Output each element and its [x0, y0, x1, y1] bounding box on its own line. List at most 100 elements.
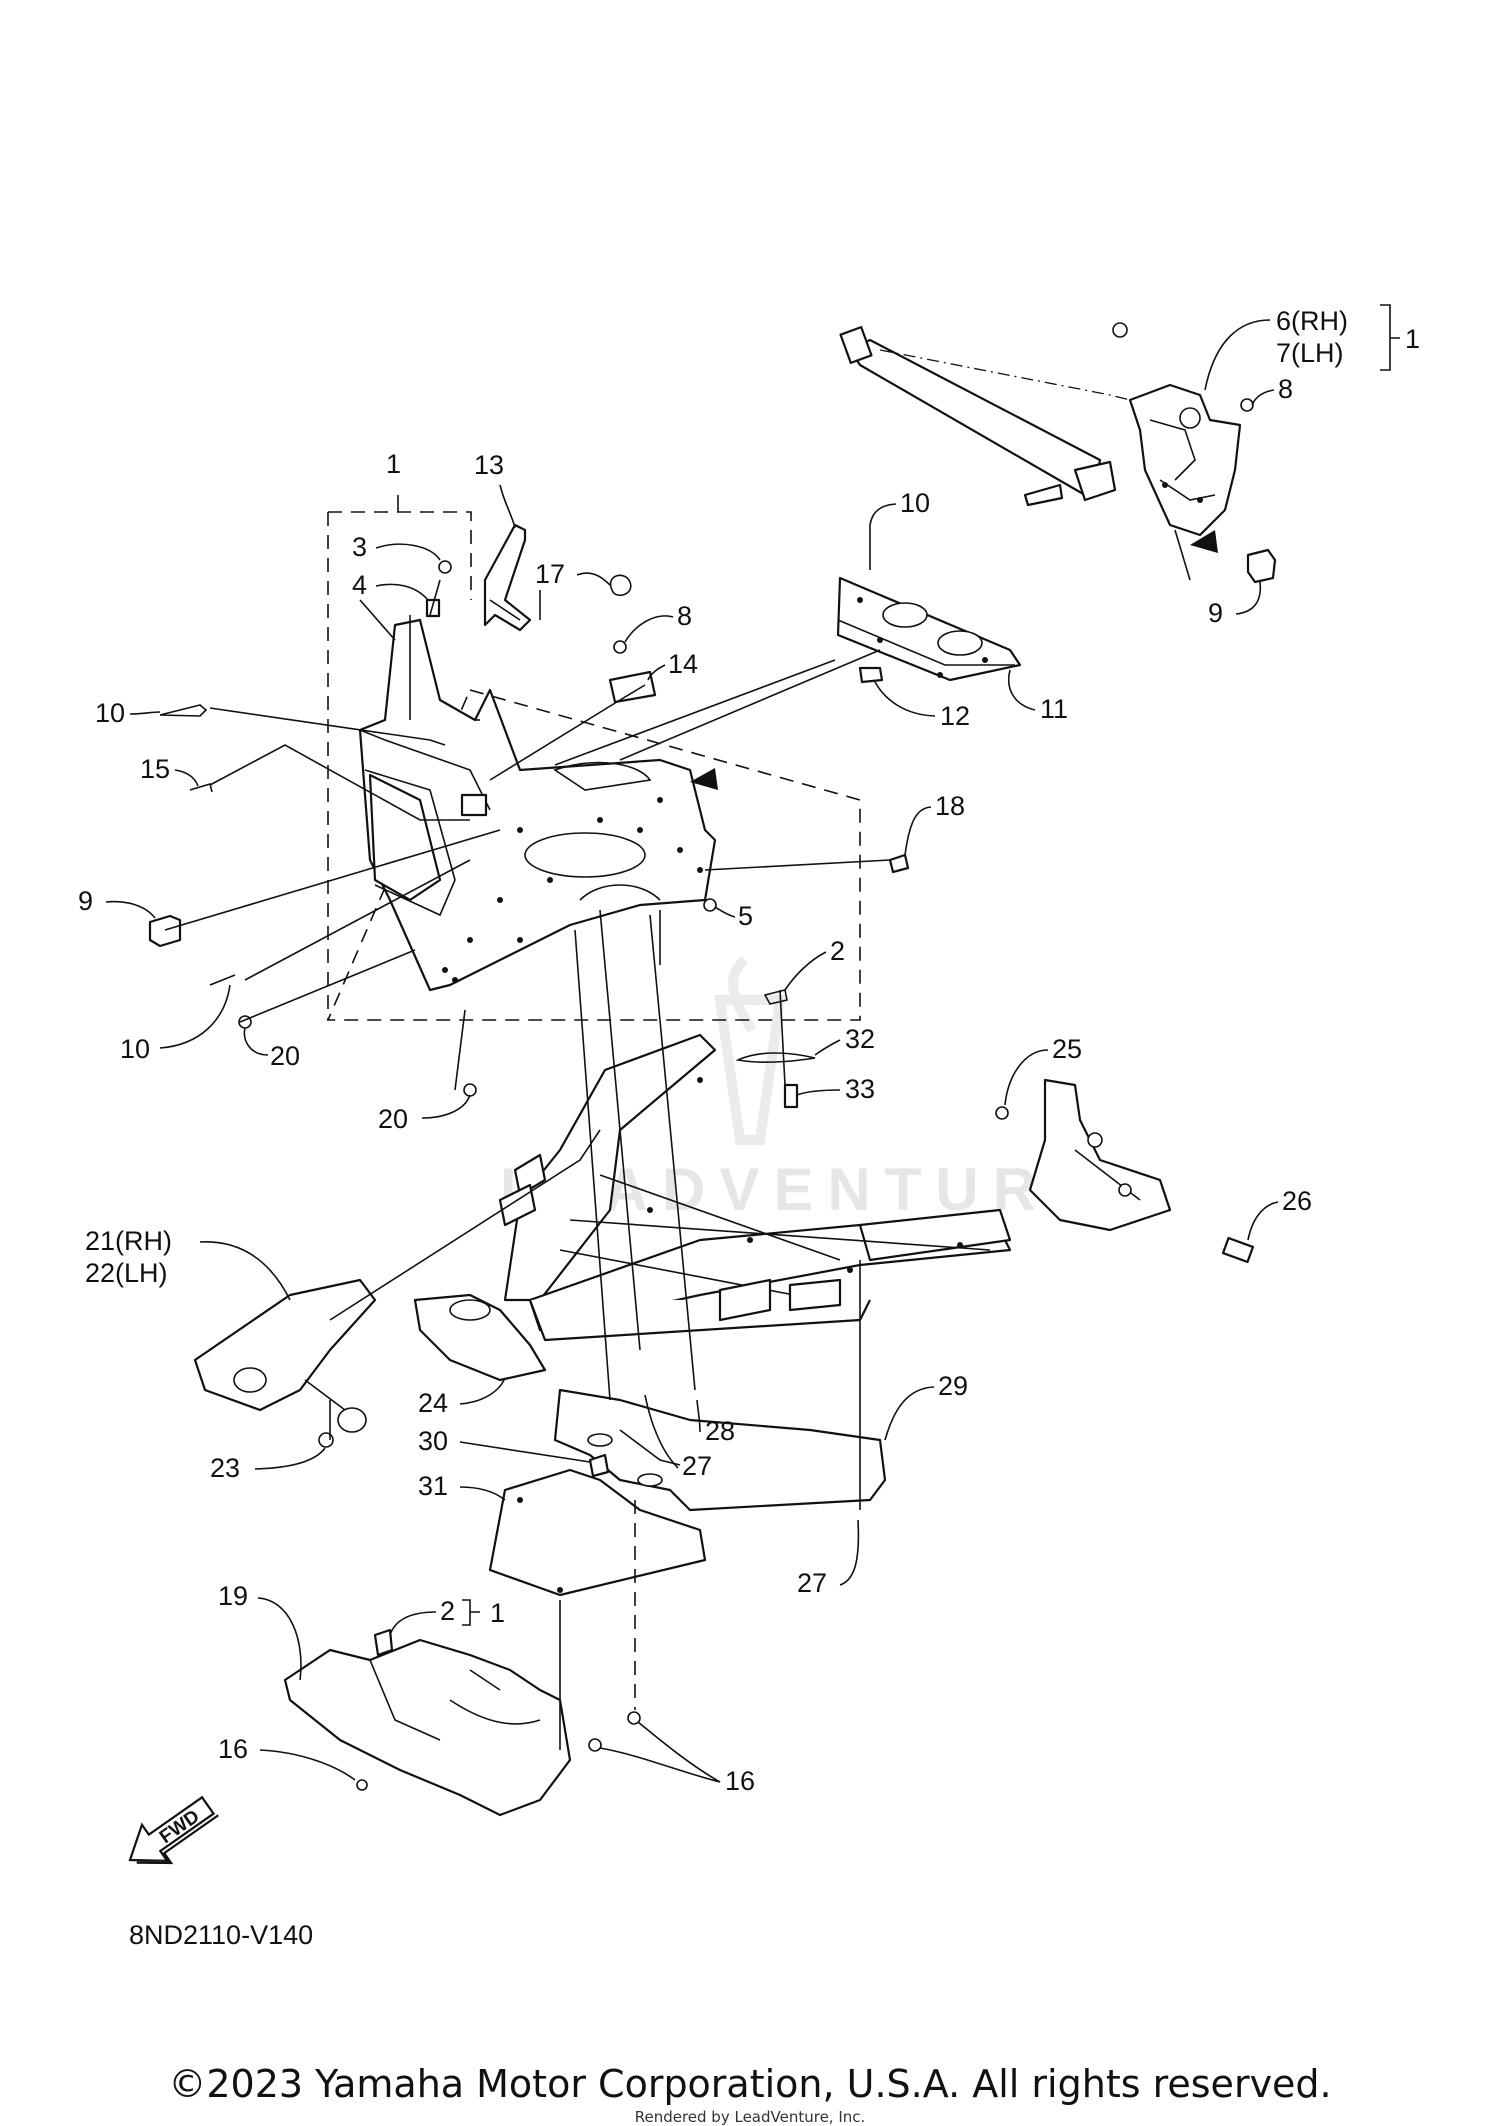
part-19-skid-plate: [283, 1628, 641, 1817]
bulkhead-bracket: [460, 793, 488, 817]
part-31-plate: [488, 1468, 707, 1597]
callout-20-a: 20: [270, 1041, 300, 1071]
diagram-code: 8ND2110-V140: [129, 1920, 314, 1950]
callout-8-left: 8: [677, 601, 692, 631]
bulkhead-assembly: [326, 495, 861, 1021]
callout-10-top: 10: [900, 488, 930, 518]
callout-4: 4: [352, 570, 367, 600]
arrow-marker-icon: [690, 768, 718, 790]
callout-2: 2: [830, 936, 845, 966]
callout-3: 3: [352, 532, 367, 562]
callout-19: 19: [218, 1581, 248, 1611]
part-13-panel: [483, 523, 532, 632]
callout-13: 13: [474, 450, 504, 480]
part-12-bracket: [858, 666, 884, 684]
frame-tab-upper: [513, 1153, 547, 1197]
cushion-9-left-icon: [148, 914, 182, 948]
arrow-marker-right-icon: [1190, 530, 1218, 553]
nut-3-icon: [438, 560, 452, 574]
callout-26: 26: [1282, 1186, 1312, 1216]
part-24-bracket: [413, 1293, 547, 1382]
dashed-guides: [329, 719, 861, 1750]
bulkhead-oval-opening: [524, 832, 646, 878]
bulkhead-window: [368, 773, 442, 902]
callout-28: 28: [705, 1416, 735, 1446]
main-frame: [498, 1033, 1012, 1342]
callout-16-a: 16: [218, 1734, 248, 1764]
callout-14: 14: [668, 649, 698, 679]
upper-brace: [839, 326, 1131, 507]
callout-18: 18: [935, 791, 965, 821]
frame-crossmember: [718, 1278, 772, 1322]
callout-1-right: 1: [1405, 324, 1420, 354]
tie-10-icon: [159, 704, 208, 717]
clip-18-icon: [888, 853, 910, 874]
callout-16-b: 16: [725, 1766, 755, 1796]
callout-17: 17: [535, 559, 565, 589]
rendered-by-note: Rendered by LeadVenture, Inc.: [634, 2108, 866, 2126]
clip-2-bottom-icon: [373, 1628, 394, 1657]
callout-11: 11: [1040, 694, 1068, 724]
callout-22-lh: 22(LH): [85, 1258, 168, 1288]
callout-27-a: 27: [682, 1451, 712, 1481]
callout-5: 5: [738, 901, 753, 931]
callout-27-b: 27: [797, 1568, 827, 1598]
parts-2-32-33: [735, 989, 816, 1109]
bolt-16-a-icon: [588, 1738, 602, 1752]
nut-4-icon: [425, 598, 441, 618]
part-30-bracket: [588, 1453, 610, 1478]
callout-7-lh: 7(LH): [1276, 338, 1344, 368]
fwd-arrow-icon: FWD: [128, 1795, 219, 1865]
callout-10-b: 10: [120, 1034, 150, 1064]
callout-23: 23: [210, 1453, 240, 1483]
cushion-9-right-icon: [1246, 548, 1277, 584]
part-11-plate: [836, 525, 1022, 684]
callout-21-rh: 21(RH): [85, 1226, 172, 1256]
callout-24: 24: [418, 1388, 448, 1418]
bolt-26-icon: [1221, 1236, 1255, 1264]
callout-30: 30: [418, 1426, 448, 1456]
assembly-leaders: [164, 579, 891, 1023]
callout-25: 25: [1052, 1034, 1082, 1064]
callout-9-left: 9: [78, 886, 93, 916]
clip-2-icon: [763, 989, 788, 1005]
watermark-logo-icon: [714, 956, 786, 1145]
part-17-clip-icon: [609, 574, 632, 597]
bolt-16-c-icon: [356, 1779, 368, 1791]
nut-top-icon: [1112, 322, 1128, 338]
part-25-26-bracket: [995, 1078, 1255, 1264]
bolt-long-icon: [1023, 483, 1064, 507]
callout-8-right: 8: [1278, 374, 1293, 404]
callout-32: 32: [845, 1024, 875, 1054]
callout-20-b: 20: [378, 1104, 408, 1134]
callout-10-a: 10: [95, 698, 125, 728]
nut-8-icon: [613, 640, 627, 654]
callouts: 1 3 4 13 17 8 14 10 15 9 10 20 20 5 18 2…: [78, 304, 1420, 1796]
part-14-bracket: [608, 670, 657, 704]
part-21-22-bracket: [193, 1278, 377, 1448]
washer-32-icon: [735, 1052, 816, 1063]
callout-9-right: 9: [1208, 598, 1223, 628]
nut-23-icon: [318, 1432, 334, 1448]
callout-33: 33: [845, 1074, 875, 1104]
nut-8-right-icon: [1240, 398, 1254, 412]
callout-12: 12: [940, 701, 970, 731]
callout-29: 29: [938, 1371, 968, 1401]
bolt-5-icon: [703, 898, 717, 912]
tie-10b-icon: [209, 974, 236, 986]
callout-15: 15: [140, 754, 170, 784]
bolt-33-icon: [783, 1083, 799, 1109]
callout-1-bottom: 1: [490, 1598, 505, 1628]
part-6-7-bracket: [1112, 322, 1277, 584]
bolt-20b-icon: [463, 1083, 477, 1097]
callout-6-rh: 6(RH): [1276, 306, 1348, 336]
callout-1-top: 1: [386, 449, 401, 479]
part-29-skid: [553, 1388, 887, 1512]
copyright-notice: ©2023 Yamaha Motor Corporation, U.S.A. A…: [168, 2062, 1332, 2106]
bolt-16-b-icon: [627, 1711, 641, 1725]
callout-31: 31: [418, 1471, 448, 1501]
nut-25-icon: [995, 1106, 1009, 1120]
callout-2-bottom: 2: [440, 1596, 455, 1626]
clip-15-icon: [189, 782, 213, 793]
